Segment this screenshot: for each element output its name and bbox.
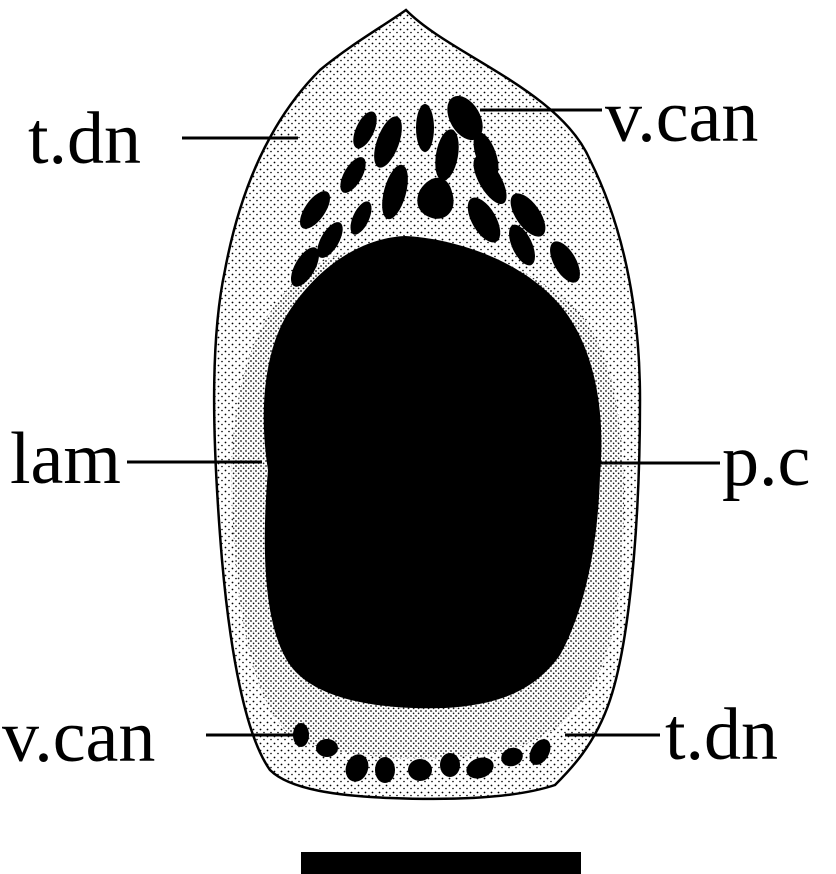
pulp-cavity bbox=[264, 236, 602, 708]
label-vascular-canal-top: v.can bbox=[605, 80, 758, 154]
canal bbox=[440, 753, 460, 777]
label-vascular-canal-bottom: v.can bbox=[2, 700, 155, 774]
label-tooth-dentine-top: t.dn bbox=[28, 102, 141, 176]
label-tooth-dentine-bottom: t.dn bbox=[665, 698, 778, 772]
canal bbox=[408, 759, 432, 781]
label-lamellar-bone: lam bbox=[10, 422, 121, 496]
label-pulp-cavity: p.c bbox=[722, 424, 810, 498]
canal bbox=[416, 104, 434, 152]
canal bbox=[316, 739, 338, 757]
canal bbox=[375, 757, 395, 783]
scale-bar bbox=[301, 852, 581, 874]
